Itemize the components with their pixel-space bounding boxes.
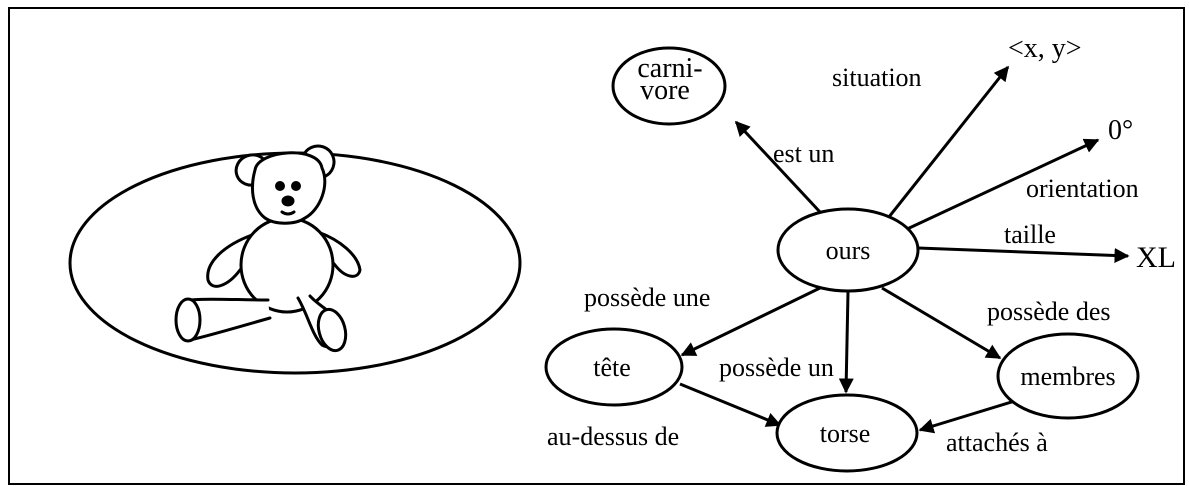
label-orientation: orientation (1026, 174, 1139, 203)
node-carnivore-label-2: vore (640, 75, 690, 106)
figure-frame (8, 7, 1185, 485)
node-membres-label: membres (1020, 362, 1115, 391)
edge-possede-des (881, 286, 1002, 360)
edge-taille (917, 246, 1130, 263)
label-attaches-a: attachés à (946, 428, 1048, 457)
edge-orientation (904, 138, 1100, 232)
scene-image (68, 144, 522, 375)
label-possede-des: possède des (987, 297, 1110, 326)
edge-possede-un (838, 291, 854, 394)
node-ours-label: ours (826, 236, 871, 265)
label-au-dessus-de: au-dessus de (547, 422, 679, 451)
edge-est-un (734, 120, 822, 214)
edge-situation (883, 65, 1010, 223)
edge-labels: est un situation orientation taille poss… (547, 63, 1139, 457)
edge-au-dessus-de (679, 382, 782, 427)
label-est-un: est un (773, 139, 834, 168)
edges (679, 65, 1130, 434)
node-size-label: XL (1136, 241, 1176, 274)
node-tete-label: tête (593, 353, 631, 382)
node-torse-label: torse (820, 419, 871, 448)
edge-possede-une (680, 286, 821, 357)
node-torse (775, 393, 919, 473)
node-membres (996, 332, 1140, 420)
node-tete (544, 327, 684, 407)
node-carnivore (611, 46, 727, 126)
edge-attaches-a (918, 398, 1019, 434)
nodes: carni- vore ours tête torse membres <x, … (544, 33, 1176, 473)
teddy-bear-icon (174, 144, 362, 353)
node-angle-label: 0° (1108, 115, 1133, 146)
label-possede-un: possède un (719, 353, 834, 382)
node-ours (776, 207, 920, 293)
node-carnivore-label-1: carni- (637, 53, 702, 84)
label-taille: taille (1004, 220, 1056, 249)
label-situation: situation (832, 63, 922, 92)
label-possede-une: possède une (584, 283, 710, 312)
node-xy-label: <x, y> (1008, 33, 1082, 64)
